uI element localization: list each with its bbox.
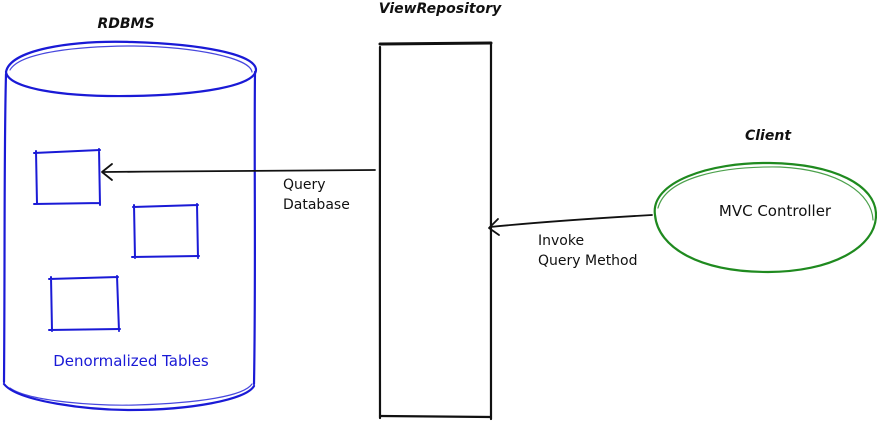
mvc-controller-label: MVC Controller — [719, 202, 832, 220]
client: Client MVC Controller — [653, 128, 877, 274]
client-title: Client — [745, 128, 792, 144]
invoke-query-method-arrow: Invoke Query Method — [488, 214, 653, 269]
mvc-controller-node: MVC Controller — [653, 161, 877, 274]
rdbms-title: RDBMS — [97, 16, 154, 32]
denormalized-tables-caption: Denormalized Tables — [53, 352, 209, 370]
database-cylinder-icon — [2, 40, 258, 412]
query-database-label-line1: Query — [283, 177, 326, 193]
table-icon — [131, 203, 200, 259]
view-repository-title: ViewRepository — [379, 1, 502, 17]
query-database-arrow: Query Database — [101, 163, 376, 213]
invoke-query-method-label-line1: Invoke — [538, 233, 584, 249]
invoke-query-method-label-line2: Query Method — [538, 253, 638, 269]
view-repository: ViewRepository — [378, 1, 502, 421]
rdbms-database: RDBMS Denormalized Tables — [2, 16, 258, 412]
table-icon — [48, 275, 121, 332]
query-database-label-line2: Database — [283, 197, 350, 213]
table-icon — [33, 148, 101, 206]
